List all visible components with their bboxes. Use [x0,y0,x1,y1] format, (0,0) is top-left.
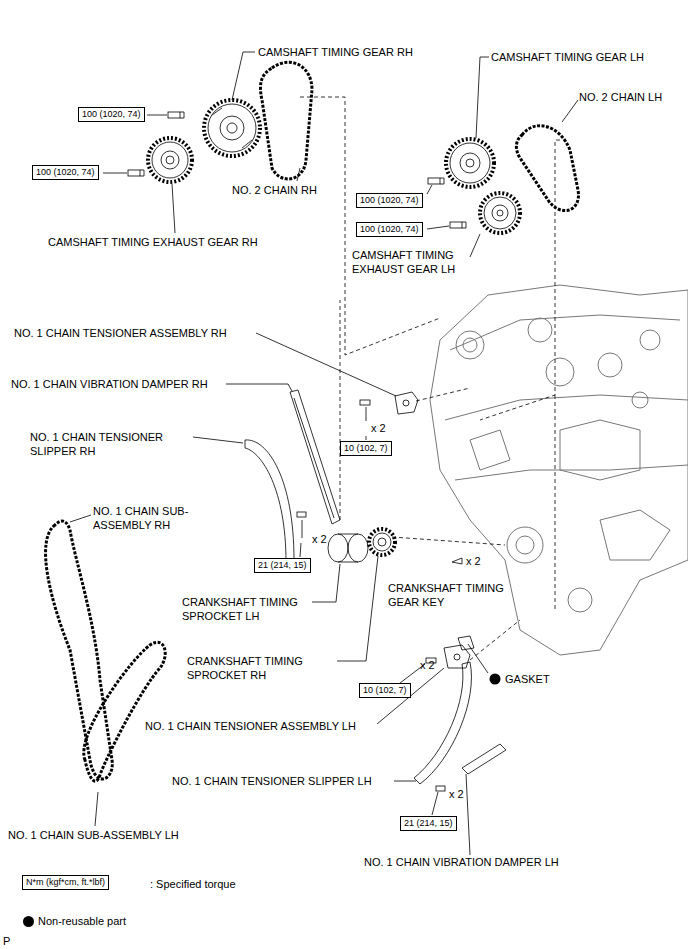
part-label: x 2 [466,554,481,568]
torque-box: 21 (214, 15) [254,558,311,573]
non-reusable-mark [490,674,501,685]
part-label: NO. 1 CHAIN SUB-ASSEMBLY LH [8,828,179,842]
part-label: CAMSHAFT TIMING GEAR LH [491,50,644,64]
torque-box: 100 (1020, 74) [32,165,99,180]
torque-box: 10 (102, 7) [340,441,392,456]
torque-value: 10 (102, 7) [344,443,388,453]
torque-box: 100 (1020, 74) [78,107,145,122]
legend-symbol [23,916,34,927]
part-label: NO. 2 CHAIN RH [232,183,317,197]
part-label: CRANKSHAFT TIMING SPROCKET LH [182,595,307,623]
part-label: x 2 [312,532,327,546]
part-label: CAMSHAFT TIMING GEAR RH [258,45,413,59]
part-label: NO. 1 CHAIN VIBRATION DAMPER RH [11,377,208,391]
part-label: NO. 1 CHAIN SUB-ASSEMBLY RH [93,504,205,532]
part-label: NO. 1 CHAIN TENSIONER ASSEMBLY RH [14,326,227,340]
torque-box: 100 (1020, 74) [356,222,423,237]
torque-value: 10 (102, 7) [363,685,407,695]
torque-value: 21 (214, 15) [404,818,453,828]
torque-value: 100 (1020, 74) [82,109,141,119]
part-label: NO. 2 CHAIN LH [579,90,662,104]
part-label: NO. 1 CHAIN TENSIONER ASSEMBLY LH [145,719,356,733]
torque-value: 100 (1020, 74) [360,224,419,234]
part-label: NO. 1 CHAIN VIBRATION DAMPER LH [364,855,559,869]
legend-text: Non-reusable part [38,914,126,928]
torque-box: 21 (214, 15) [400,816,457,831]
part-label: x 2 [449,787,464,801]
part-label: NO. 1 CHAIN TENSIONER SLIPPER RH [30,430,180,458]
part-label: NO. 1 CHAIN TENSIONER SLIPPER LH [172,774,372,788]
torque-value: N*m (kgf*cm, ft.*lbf) [26,877,105,887]
torque-box: N*m (kgf*cm, ft.*lbf) [22,875,109,890]
part-label: P [3,934,10,948]
part-label: CRANKSHAFT TIMING GEAR KEY [388,581,513,609]
part-label: CRANKSHAFT TIMING SPROCKET RH [187,654,312,682]
torque-value: 21 (214, 15) [258,560,307,570]
part-label: CAMSHAFT TIMING EXHAUST GEAR RH [48,235,258,249]
torque-box: 100 (1020, 74) [356,193,423,208]
part-label: x 2 [420,658,435,672]
torque-box: 10 (102, 7) [359,683,411,698]
legend-text: : Specified torque [150,877,236,891]
torque-value: 100 (1020, 74) [360,195,419,205]
torque-value: 100 (1020, 74) [36,167,95,177]
part-label: x 2 [371,421,386,435]
part-label: CAMSHAFT TIMING EXHAUST GEAR LH [352,248,472,276]
part-label: GASKET [505,672,550,686]
